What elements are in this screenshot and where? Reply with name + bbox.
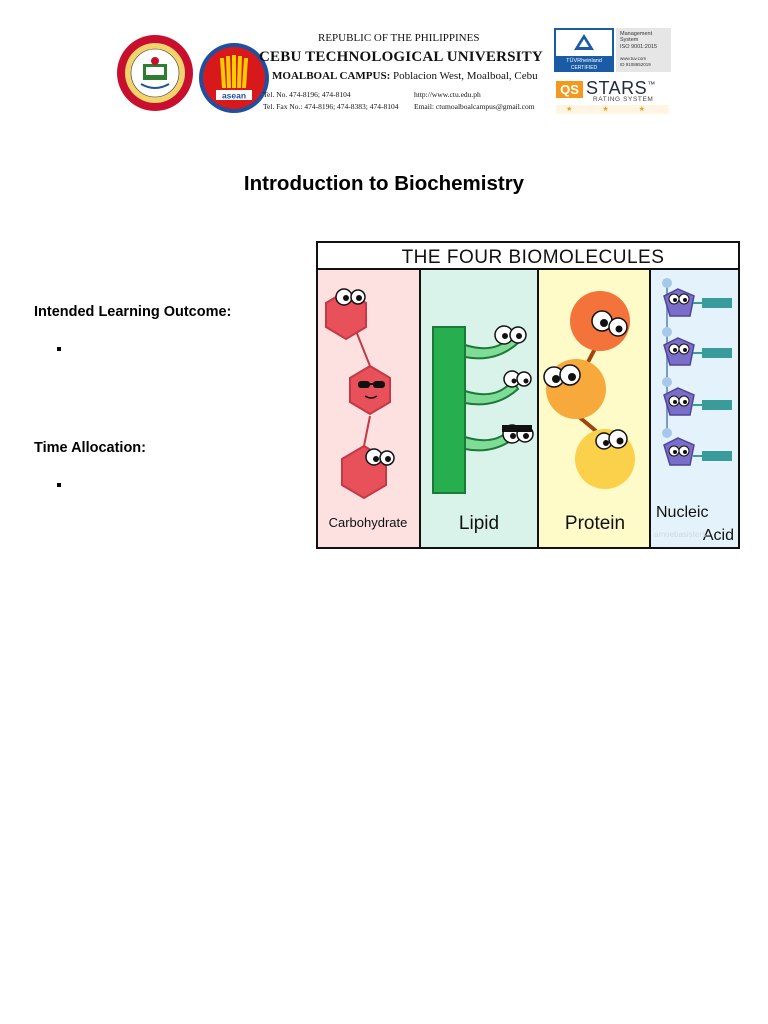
watermark-text: amoebasisters [654,530,706,539]
lipid-molecule [432,325,534,494]
outcome-bullet [57,347,61,351]
management-system-text: Management System [620,31,653,43]
stars-tm: ™ [647,80,656,89]
star-row: ★ ★ ★ [556,105,669,114]
campus-label: MOALBOAL CAMPUS: [272,70,391,82]
nucleic-acid-molecule [662,278,732,466]
time-allocation-label: Time Allocation: [34,440,146,456]
email-address[interactable]: Email: ctumoalboalcampus@gmail.com [414,102,535,111]
telfax-number: Tel. Fax No.: 474-8196; 474-8383; 474-81… [263,102,399,111]
tuv-id-text: ID 9108652019 [620,62,651,67]
iso-text: ISO 9001:2015 [620,44,658,50]
asean-logo: asean [199,43,269,113]
lipid-label: Lipid [459,513,499,534]
nucleic-label-line2: Acid [703,527,734,544]
infographic-title: THE FOUR BIOMOLECULES [402,247,665,268]
tuv-certified-text: CERTIFIED [571,65,598,71]
qs-stars-badge: QS STARS™ RATING SYSTEM ★ ★ ★ [556,78,669,114]
protein-molecule [543,291,635,489]
tuv-website-text: www.tuv.com [620,56,647,61]
campus-line: MOALBOAL CAMPUS: Poblacion West, Moalboa… [272,70,538,82]
protein-label: Protein [565,513,625,534]
rating-system-text: RATING SYSTEM [593,96,654,103]
university-name: CEBU TECHNOLOGICAL UNIVERSITY [259,49,543,65]
tuv-logo: TÜVRheinland CERTIFIED [554,28,614,72]
asean-logo-text: asean [222,91,246,101]
nucleic-label-line1: Nucleic [656,504,708,521]
stars-label: STARS [586,78,648,98]
university-seal-logo [117,35,193,111]
time-allocation-bullet [57,483,61,487]
intended-learning-outcome-label: Intended Learning Outcome: [34,304,232,320]
tuv-certification-badge: TÜVRheinland CERTIFIED Management System… [554,28,671,72]
tuv-brand-text: TÜVRheinland [566,57,602,64]
carbohydrate-faces [335,288,395,466]
page-title: Introduction to Biochemistry [243,172,525,195]
website-link[interactable]: http://www.ctu.edu.ph [414,90,481,99]
four-biomolecules-infographic: THE FOUR BIOMOLECULES Carbohydrate [316,241,740,549]
republic-text: REPUBLIC OF THE PHILIPPINES [318,32,480,44]
qs-mark: QS [556,81,583,98]
carbohydrate-label: Carbohydrate [329,515,408,530]
tel-number: Tel. No. 474-8196; 474-8104 [263,90,351,99]
campus-address: Poblacion West, Moalboal, Cebu [393,70,538,82]
